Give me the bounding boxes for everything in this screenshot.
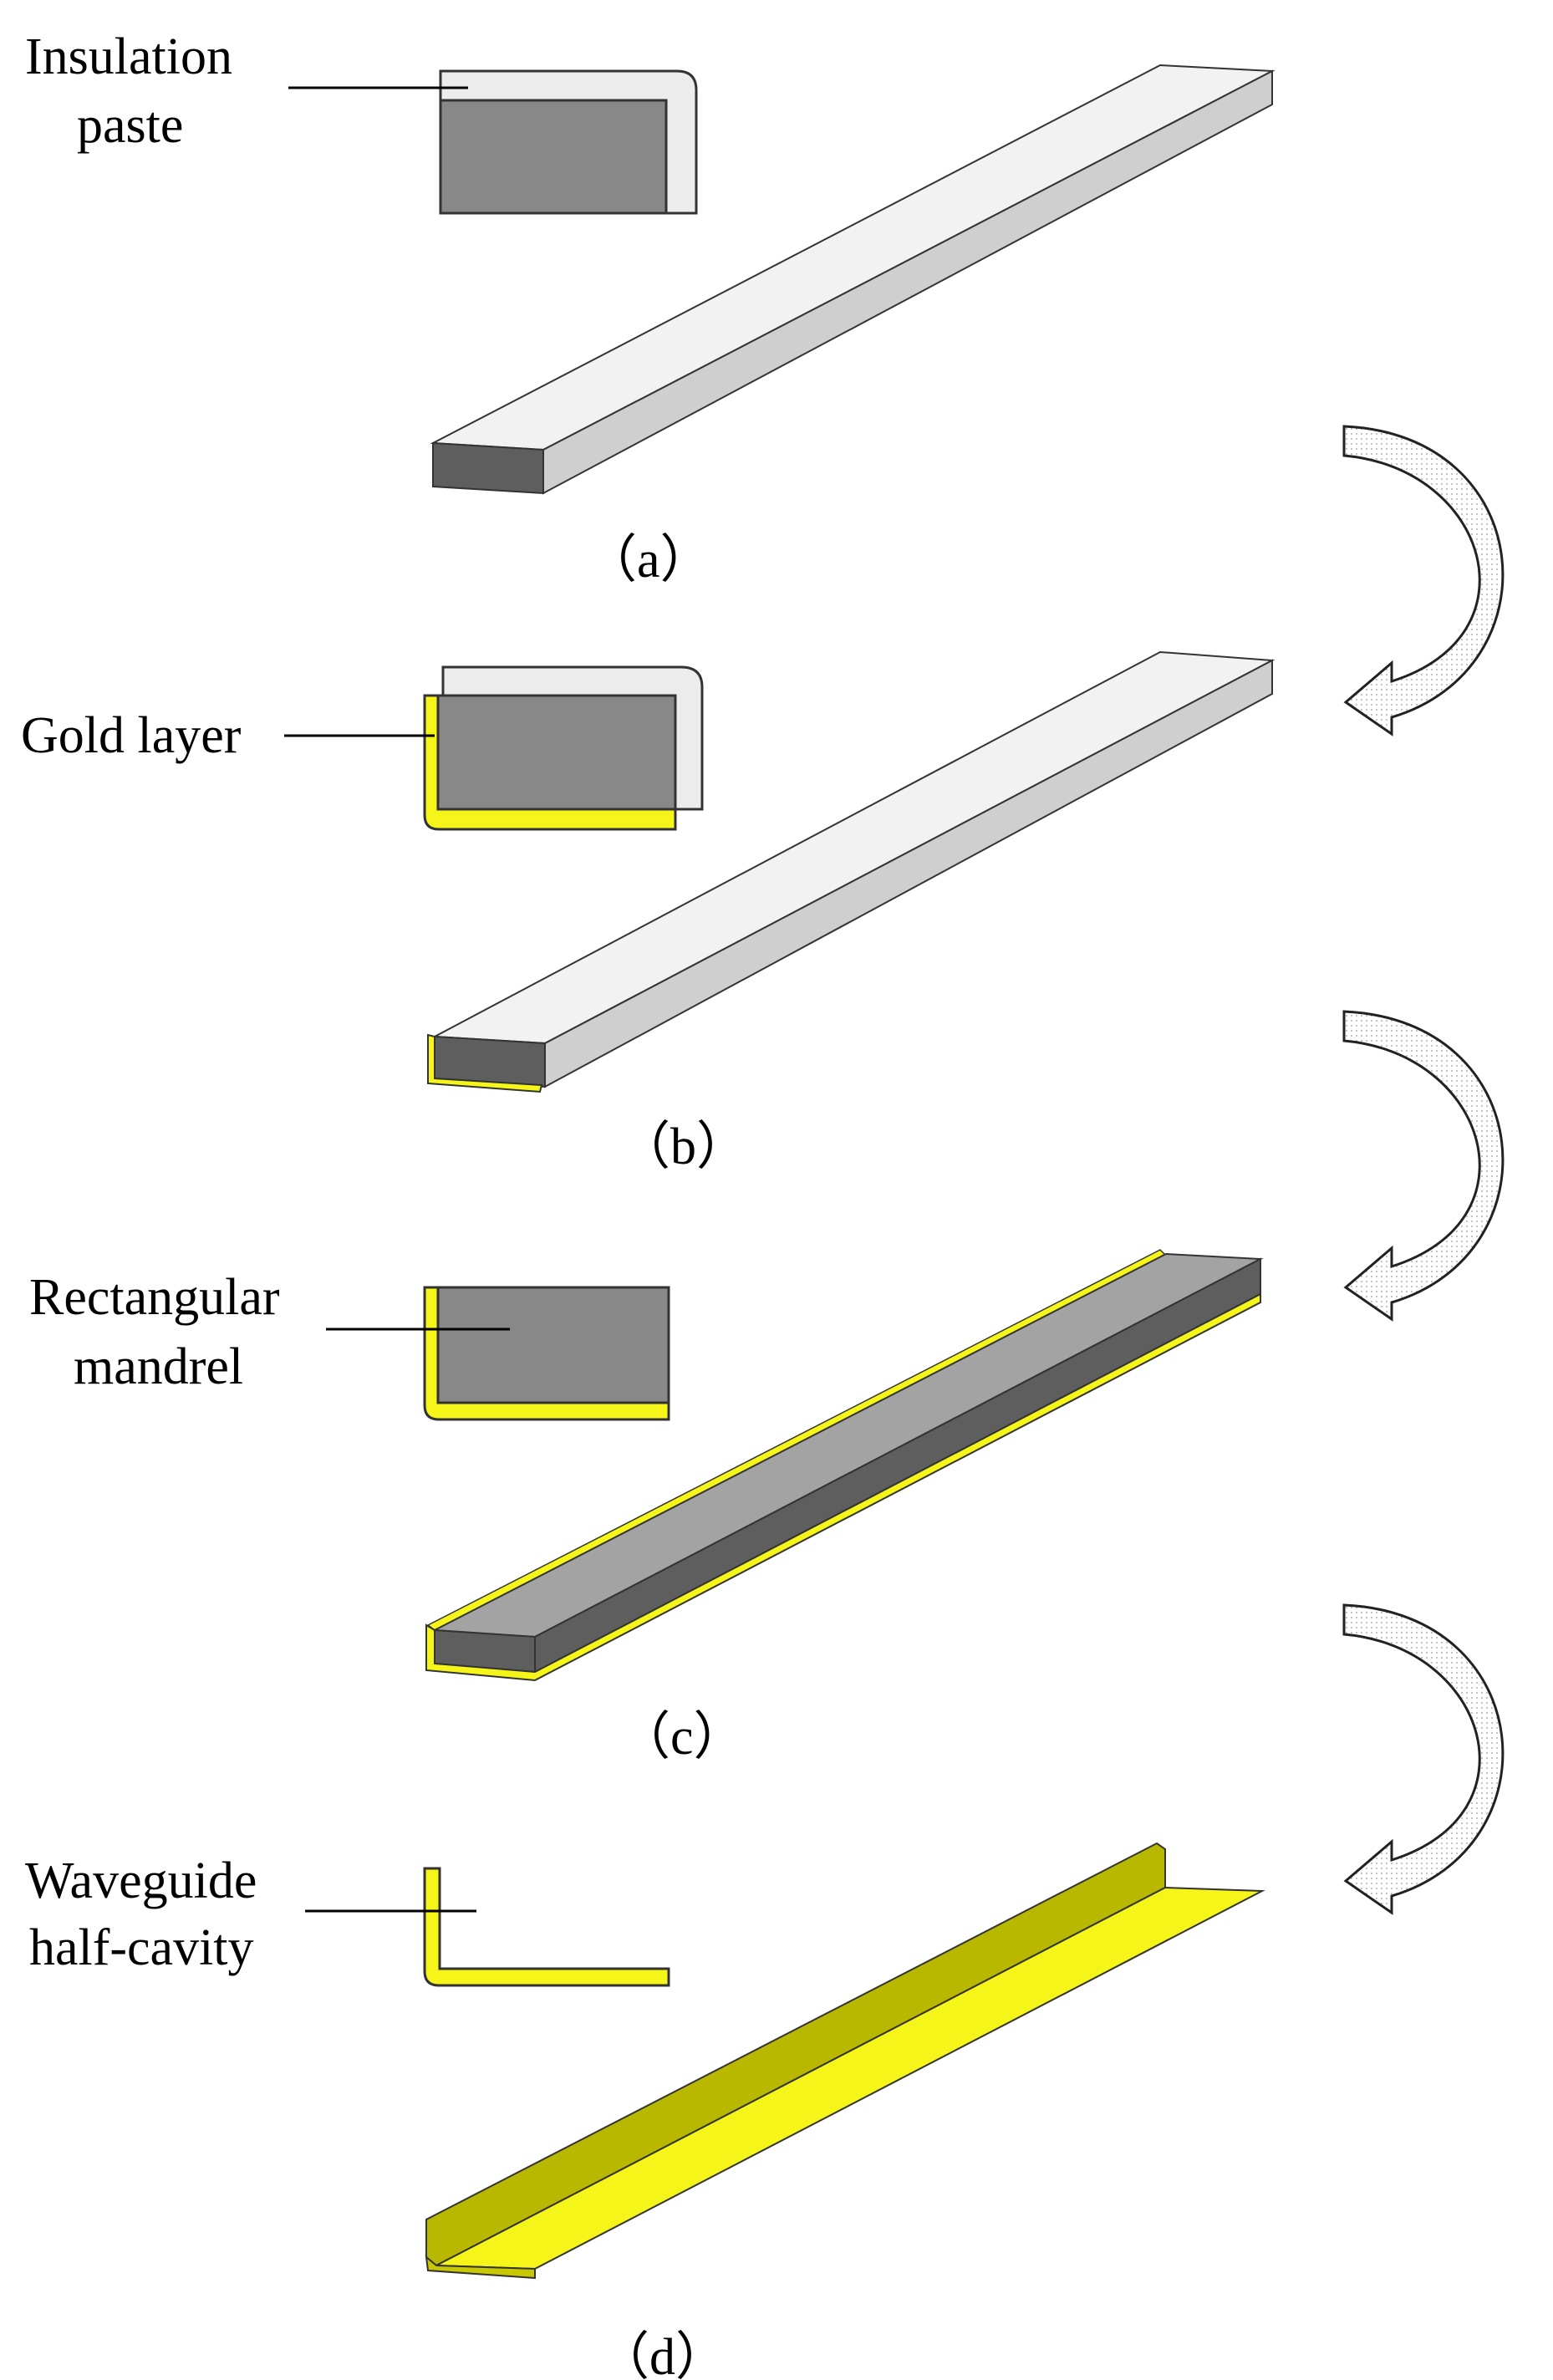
mandrel-cross-section [435,1286,670,1404]
cross-section-d [423,1867,670,1987]
label-waveguide-half-cavity: Waveguide half-cavity [25,1853,270,1976]
beam-d [425,1842,1265,2280]
cross-section-b [423,665,704,831]
gold-layer-shape [423,1867,670,1987]
mandrel-cross-section [439,99,668,215]
beam-b [427,650,1275,1093]
beam-c [425,1249,1264,1682]
gold-layer-shape [423,1286,670,1421]
gold-layer-shape [423,694,677,831]
panel-b: Gold layer （b） [21,650,1275,1175]
label-gold-layer: Gold layer [21,707,242,764]
process-arrow-1 [1342,425,1505,736]
beam-d-front-edge [425,2255,536,2280]
beam-a-end [432,441,544,495]
label-insulation-paste: Insulation paste [25,28,245,154]
cross-section-c [423,1286,670,1421]
mandrel-cross-section [435,694,677,811]
process-arrow-3 [1342,1603,1505,1915]
beam-d-floor [433,1886,1265,2270]
caption-c: （c） [619,1709,746,1766]
beam-b-gold-strip [427,1033,543,1093]
caption-d: （d） [598,2329,727,2380]
label-rectangular-mandrel: Rectangular mandrel [29,1269,293,1395]
caption-a: （a） [585,532,712,589]
panel-c: Rectangular mandrel （c） [29,1249,1264,1766]
beam-c-gold-strip [425,1292,1261,1682]
curved-arrow-icon [1342,425,1505,736]
panel-d: Waveguide half-cavity （d） [25,1842,1265,2380]
curved-arrow-icon [1342,1010,1505,1322]
panel-a: Insulation paste （a） [25,28,1275,589]
curved-arrow-icon [1342,1603,1505,1915]
caption-b: （b） [619,1119,748,1175]
cross-section-a [439,69,698,215]
process-arrow-2 [1342,1010,1505,1322]
beam-d-wall [425,1842,1166,2267]
beam-a [430,64,1275,495]
